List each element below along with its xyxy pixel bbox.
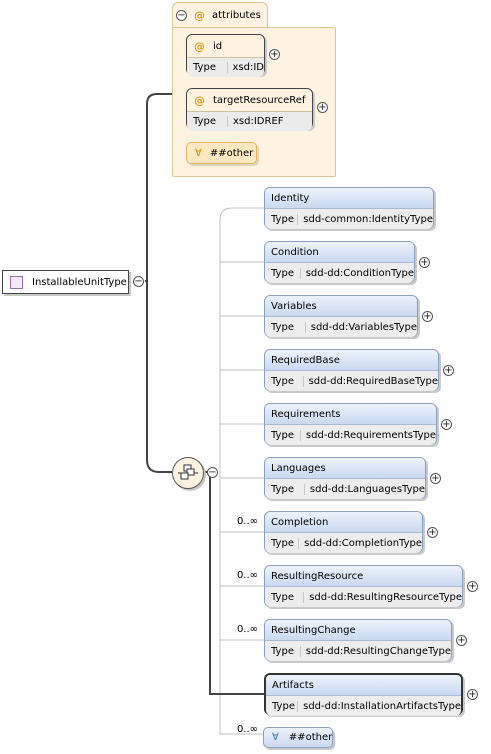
type-value: sdd-dd:RequirementsType xyxy=(305,429,436,441)
plus-circle-icon[interactable]: + xyxy=(443,365,454,376)
type-value: sdd-dd:CompletionType xyxy=(304,537,422,549)
type-value: sdd-dd:ConditionType xyxy=(305,267,414,279)
occurrence-label: 0..∞ xyxy=(236,570,258,581)
plus-circle-icon[interactable]: + xyxy=(269,49,280,60)
element-square-icon xyxy=(10,275,23,289)
type-value: sdd-dd:VariablesType xyxy=(310,321,417,333)
root-element[interactable]: InstallableUnitType xyxy=(2,270,129,294)
plus-circle-icon[interactable]: + xyxy=(467,581,478,592)
sequence-compositor[interactable] xyxy=(172,457,204,489)
type-value: xsd:IDREF xyxy=(233,116,284,127)
wildcard-label: ##other xyxy=(209,147,254,159)
type-label: Type xyxy=(265,321,306,333)
occurrence-label: 0..∞ xyxy=(236,624,258,635)
type-value: sdd-dd:ResultingResourceType xyxy=(309,591,462,603)
type-label: Type xyxy=(265,537,300,549)
plus-circle-icon[interactable]: + xyxy=(427,527,438,538)
type-label: Type xyxy=(265,591,305,603)
type-label: Type xyxy=(265,267,301,279)
type-label: Type xyxy=(265,429,301,441)
minus-circle-icon[interactable]: − xyxy=(176,10,187,21)
type-label: Type xyxy=(265,375,304,387)
minus-circle-icon[interactable]: − xyxy=(207,467,218,478)
attribute-targetresourceref[interactable]: @ targetResourceRef Type xsd:IDREF xyxy=(186,88,313,131)
at-sign-icon: @ xyxy=(194,93,205,107)
any-attribute-wildcard[interactable]: ∀ ##other xyxy=(186,142,257,164)
plus-circle-icon[interactable]: + xyxy=(456,635,467,646)
type-label: Type xyxy=(266,700,299,712)
occurrence-label: 0..∞ xyxy=(236,724,258,735)
plus-circle-icon[interactable]: + xyxy=(317,102,328,113)
attribute-id[interactable]: @ id Type xsd:ID xyxy=(186,34,265,77)
type-value: sdd-dd:InstallationArtifactsType xyxy=(303,700,461,712)
root-element-name: InstallableUnitType xyxy=(32,276,127,288)
type-label: Type xyxy=(265,483,305,495)
plus-circle-icon[interactable]: + xyxy=(422,311,433,322)
plus-circle-icon[interactable]: + xyxy=(419,257,430,268)
type-value: sdd-dd:RequiredBaseType xyxy=(308,375,438,387)
attributes-tab: − @ attributes xyxy=(172,2,268,29)
type-value: sdd-dd:LanguagesType xyxy=(309,483,425,495)
element-name: ResultingResource xyxy=(271,570,364,582)
wildcard-label: ##other xyxy=(288,732,333,743)
minus-circle-icon[interactable]: − xyxy=(133,276,144,287)
plus-circle-icon[interactable]: + xyxy=(430,473,441,484)
type-label: Type xyxy=(265,645,301,657)
for-all-icon: ∀ xyxy=(272,732,279,743)
occurrence-label: 0..∞ xyxy=(236,516,258,527)
element-name: Condition xyxy=(271,246,319,258)
attribute-name: id xyxy=(213,40,223,52)
plus-circle-icon[interactable]: + xyxy=(441,419,452,430)
element-name: Completion xyxy=(271,516,329,528)
element-name: Identity xyxy=(271,192,310,204)
for-all-icon: ∀ xyxy=(195,147,202,159)
element-name: Languages xyxy=(271,462,326,474)
type-value: sdd-common:IdentityType xyxy=(303,213,433,225)
type-label: Type xyxy=(187,116,228,127)
element-name: ResultingChange xyxy=(271,624,356,636)
element-name: RequiredBase xyxy=(271,354,340,366)
any-element-wildcard[interactable]: ∀ ##other xyxy=(263,727,333,748)
element-name: Variables xyxy=(271,300,317,312)
type-label: Type xyxy=(265,213,299,225)
type-value: xsd:ID xyxy=(232,62,265,73)
attributes-label: attributes xyxy=(212,10,261,21)
element-name: Artifacts xyxy=(272,679,314,691)
type-value: sdd-dd:ResultingChangeType xyxy=(305,645,451,657)
at-sign-icon: @ xyxy=(194,39,205,53)
at-sign-icon: @ xyxy=(194,9,205,22)
attribute-name: targetResourceRef xyxy=(213,94,306,106)
plus-circle-icon[interactable]: + xyxy=(467,689,478,700)
type-label: Type xyxy=(187,62,228,73)
sequence-compositor-icon xyxy=(178,464,198,480)
element-name: Requirements xyxy=(271,408,341,420)
